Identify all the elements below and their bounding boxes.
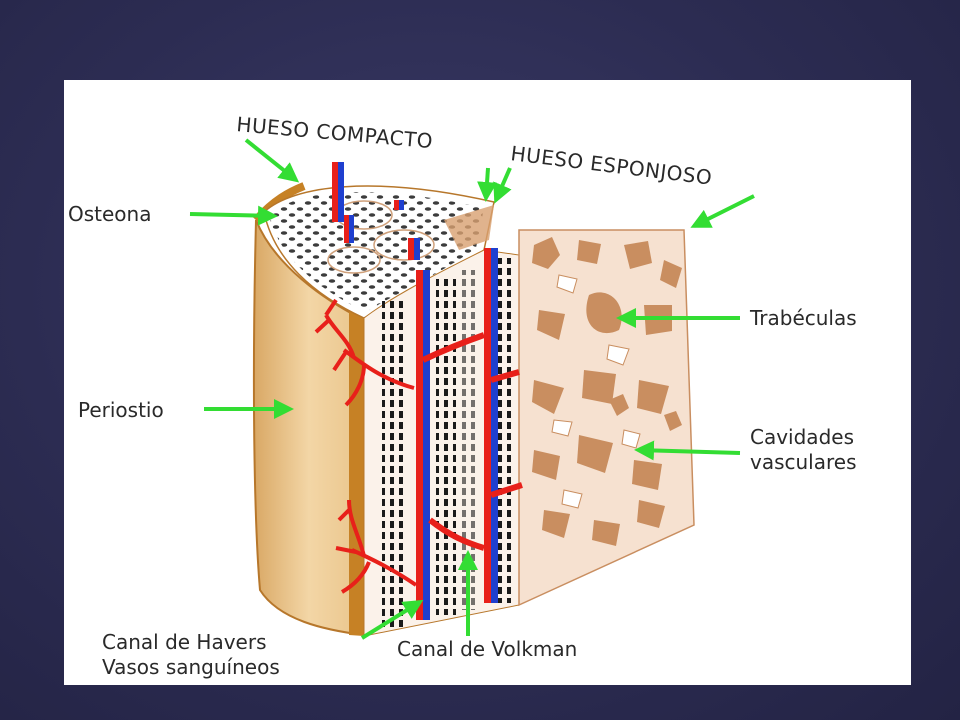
label-canal-havers-line1: Canal de Havers: [102, 630, 267, 654]
arrow-hueso-esponjoso-c: [690, 194, 755, 228]
label-canal-volkman: Canal de Volkman: [397, 637, 577, 661]
label-trabeculas: Trabéculas: [749, 306, 857, 330]
label-canal-havers-line2: Vasos sanguíneos: [102, 655, 280, 679]
label-periostio: Periostio: [78, 398, 164, 422]
arrow-hueso-compacto: [244, 138, 300, 183]
label-hueso-compacto: HUESO COMPACTO: [236, 112, 434, 153]
bone-structure-diagram: HUESO COMPACTO HUESO ESPONJOSO Osteona T…: [68, 112, 857, 679]
arrow-cavidades: [634, 440, 741, 461]
spongy-bone-block: [518, 229, 695, 607]
arrow-osteona: [189, 205, 278, 226]
blood-vessels: [314, 162, 523, 620]
label-cavidades-line2: vasculares: [750, 450, 857, 474]
pointer-arrows: [189, 138, 755, 640]
arrow-hueso-esponjoso-a: [477, 167, 498, 202]
label-cavidades-line1: Cavidades: [750, 425, 854, 449]
label-hueso-esponjoso: HUESO ESPONJOSO: [509, 141, 713, 190]
compact-bone-top: [263, 185, 495, 319]
arrow-hueso-esponjoso-b: [493, 167, 512, 204]
label-osteona: Osteona: [68, 202, 151, 226]
figure-panel: HUESO COMPACTO HUESO ESPONJOSO Osteona T…: [64, 80, 911, 685]
arrow-canal-havers: [360, 599, 424, 640]
